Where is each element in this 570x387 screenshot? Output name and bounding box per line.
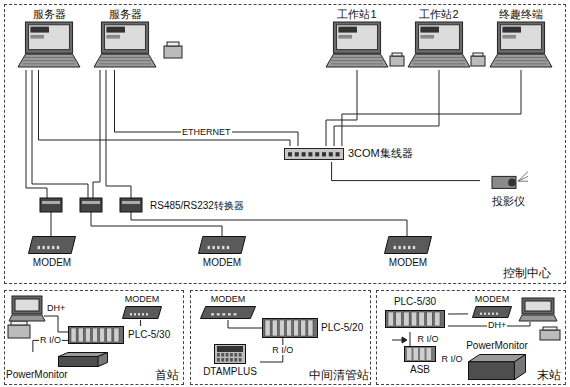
link-label: R I/O	[39, 335, 62, 345]
device-label: 服务器	[33, 8, 66, 21]
plc-rack: PLC-5/30	[382, 296, 448, 332]
dtam-terminal: DTAMPLUS	[200, 344, 260, 380]
plc-rack-icon	[262, 318, 318, 338]
server-computer: 服务器	[14, 8, 84, 70]
plc-rack: PLC-5/30	[68, 326, 178, 344]
region-title: 控制中心	[503, 267, 551, 281]
workstation-computer: 工作站2	[404, 8, 474, 70]
device-label: MODEM	[33, 257, 71, 269]
region-title: 首站	[155, 369, 179, 383]
modem: MODEM	[380, 236, 436, 272]
device-label: 工作站2	[419, 8, 458, 21]
link-label: ETHERNET	[181, 127, 232, 137]
dtam-terminal-icon	[214, 344, 246, 364]
modem-icon	[200, 306, 256, 319]
plc-rack-icon	[68, 326, 124, 344]
device-label: 投影仪	[492, 195, 525, 208]
projector-icon	[488, 168, 528, 192]
network-link	[332, 162, 480, 181]
device-label: ASB	[410, 364, 430, 376]
modem-icon	[472, 306, 512, 318]
station-region: 中间清管站 MODEM PLC-5/20DTAMPLUS	[190, 290, 371, 385]
network-link	[228, 320, 262, 328]
link-label: R I/O	[271, 345, 294, 355]
plc-rack: PLC-5/20	[262, 318, 366, 338]
device-label: MODEM	[475, 294, 510, 304]
station-region: 首站 MODEM PLC-5/30PowerMonitor	[4, 290, 184, 385]
modem: MODEM	[118, 294, 166, 320]
region-title: 中间清管站	[309, 369, 369, 383]
device-label: PLC-5/20	[321, 322, 363, 334]
network-link	[334, 70, 439, 146]
modem-icon	[28, 236, 76, 254]
network-link	[39, 70, 290, 146]
workstation-computer: 工作站1	[322, 8, 392, 70]
region-title: 末站	[537, 369, 561, 383]
modem-icon	[198, 236, 246, 254]
bus-label: DH+	[487, 320, 507, 330]
network-link	[140, 320, 141, 326]
device-label: 3COM集线器	[348, 147, 413, 160]
modem: MODEM	[194, 236, 250, 272]
device-label: MODEM	[125, 294, 160, 304]
terminal-computer-icon	[490, 22, 552, 68]
network-link	[342, 70, 521, 146]
device-label: MODEM	[211, 294, 246, 304]
network-link	[115, 70, 299, 146]
serial-wires	[26, 70, 530, 332]
asb-adapter-icon	[404, 346, 436, 362]
workstation-computer-icon	[408, 22, 470, 68]
asb-adapter: ASB	[400, 346, 440, 378]
device-label: 工作站1	[337, 8, 376, 21]
plc-rack-icon	[385, 310, 445, 328]
link-label: R I/O	[416, 334, 439, 344]
ethernet-hub: 3COM集线器	[284, 146, 420, 162]
rs485-converters	[40, 198, 142, 212]
link-label: R I/O	[440, 354, 463, 364]
modem: MODEM	[198, 294, 258, 320]
workstation-computer-icon	[326, 22, 388, 68]
station-region: 末站 MODEM PLC-5/30ASB PowerMonitor	[376, 290, 566, 385]
device-label: PLC-5/30	[128, 329, 170, 341]
modem-icon	[384, 236, 432, 254]
projector: 投影仪	[480, 168, 536, 210]
ethernet-hub-icon	[284, 148, 344, 160]
bus-label: DH+	[47, 303, 65, 313]
converter-label: RS485/RS232转换器	[150, 200, 244, 212]
device-label: DTAMPLUS	[203, 366, 257, 378]
power-monitor: PowerMonitor	[464, 340, 530, 382]
control-center-region: 控制中心 服务器 服务器 工作站1 工作站2 终趣终端 3COM集线器投影仪 MODEM MOD…	[4, 4, 566, 284]
modem: MODEM	[468, 294, 516, 318]
terminal-computer: 终趣终端	[486, 8, 556, 70]
power-monitor-icon	[58, 352, 108, 367]
network-link	[448, 313, 468, 314]
device-label: 终趣终端	[499, 8, 543, 21]
server-computer-icon	[18, 22, 80, 68]
device-label: MODEM	[203, 257, 241, 269]
server-computer: 服务器	[90, 8, 160, 70]
printers	[8, 42, 560, 340]
device-label: PLC-5/30	[394, 296, 436, 308]
power-monitor: PowerMonitor	[6, 352, 130, 382]
modem-icon	[122, 306, 162, 319]
device-label: PowerMonitor	[6, 369, 68, 381]
modem: MODEM	[24, 236, 80, 272]
device-label: 服务器	[109, 8, 142, 21]
network-link	[409, 332, 410, 346]
rio-arrow	[392, 337, 407, 343]
server-computer-icon	[94, 22, 156, 68]
power-monitor-icon	[468, 354, 526, 380]
device-label: MODEM	[389, 257, 427, 269]
device-label: PowerMonitor	[466, 340, 528, 352]
